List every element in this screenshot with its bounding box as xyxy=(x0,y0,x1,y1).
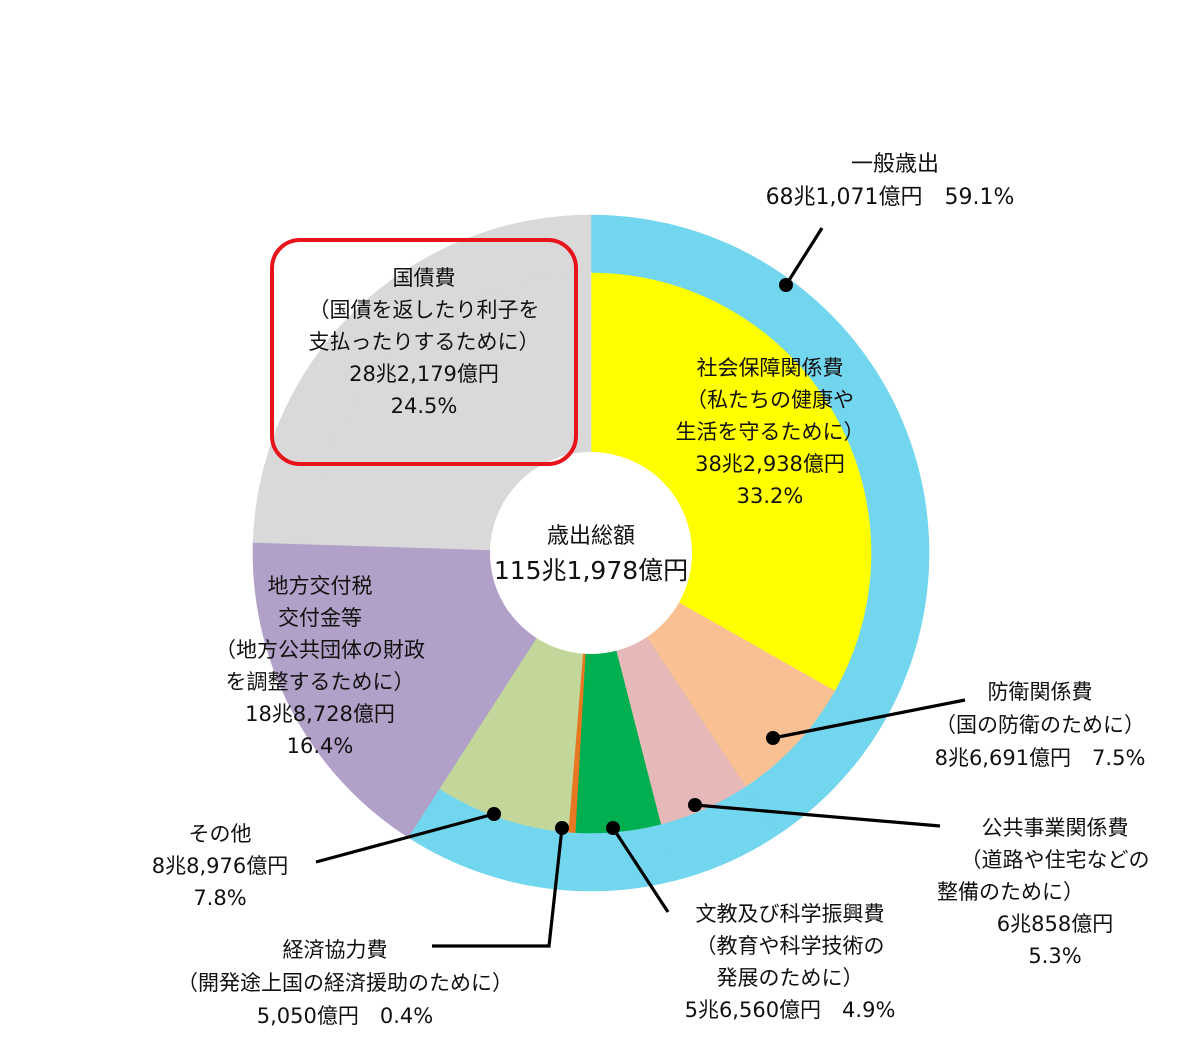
leader-dot-defense xyxy=(766,731,780,745)
label-local-allocation-tax: 地方交付税 交付金等 （地方公共団体の財政 を調整するために） 18兆8,728… xyxy=(180,570,460,762)
debt-desc-2: 支払ったりするために） xyxy=(308,330,540,354)
other-amount: 8兆8,976億円 xyxy=(151,854,289,878)
public-percent: 5.3% xyxy=(1028,944,1082,968)
defense-title: 防衛関係費 xyxy=(987,680,1093,704)
defense-amount-percent: 8兆6,691億円 7.5% xyxy=(934,746,1146,770)
center-total-value: 115兆1,978億円 xyxy=(493,556,689,585)
donut-hole xyxy=(490,452,692,654)
leader-dot-other xyxy=(487,807,501,821)
debt-amount: 28兆2,179億円 xyxy=(349,362,499,386)
social-desc-2: 生活を守るために） xyxy=(675,420,865,444)
general-amount-percent: 68兆1,071億円 59.1% xyxy=(765,185,1015,210)
label-education-science: 文教及び科学振興費 （教育や科学技術の 発展のために） 5兆6,560億円 4.… xyxy=(640,898,940,1026)
debt-highlight-box xyxy=(270,238,578,466)
debt-desc-1: （国債を返したり利子を xyxy=(308,298,540,322)
label-national-debt: 国債費 （国債を返したり利子を 支払ったりするために） 28兆2,179億円 2… xyxy=(270,262,578,422)
defense-desc: （国の防衛のために） xyxy=(935,713,1145,737)
leader-line-defense xyxy=(772,698,966,740)
education-desc-2: 発展のために） xyxy=(716,966,864,990)
social-title: 社会保障関係費 xyxy=(696,356,844,380)
social-desc-1: （私たちの健康や xyxy=(686,388,854,412)
local-title-2: 交付金等 xyxy=(278,606,362,630)
debt-title: 国債費 xyxy=(392,266,456,290)
other-title: その他 xyxy=(188,822,252,846)
local-title-1: 地方交付税 xyxy=(267,574,373,598)
label-general-expenditure: 一般歳出 68兆1,071億円 59.1% xyxy=(700,148,1080,214)
public-title: 公共事業関係費 xyxy=(981,816,1129,840)
econ-desc: （開発途上国の経済援助のために） xyxy=(177,971,513,995)
public-desc-1: （道路や住宅などの xyxy=(960,848,1150,872)
debt-percent: 24.5% xyxy=(390,394,458,418)
leader-line-other xyxy=(315,812,495,864)
label-defense: 防衛関係費 （国の防衛のために） 8兆6,691億円 7.5% xyxy=(890,676,1190,775)
center-total-label: 歳出総額 115兆1,978億円 xyxy=(461,520,721,588)
education-title: 文教及び科学振興費 xyxy=(695,902,885,926)
local-amount: 18兆8,728億円 xyxy=(245,702,395,726)
social-percent: 33.2% xyxy=(736,484,804,508)
other-percent: 7.8% xyxy=(193,886,247,910)
public-desc-2: 整備のために） xyxy=(937,880,1084,904)
econ-title: 経済協力費 xyxy=(282,938,388,962)
leader-lines xyxy=(315,227,966,948)
label-other: その他 8兆8,976億円 7.8% xyxy=(110,818,330,914)
general-title: 一般歳出 xyxy=(850,152,939,177)
social-amount: 38兆2,938億円 xyxy=(695,452,845,476)
leader-line-econ xyxy=(432,827,564,948)
education-desc-1: （教育や科学技術の xyxy=(695,934,885,958)
label-economic-cooperation: 経済協力費 （開発途上国の経済援助のために） 5,050億円 0.4% xyxy=(130,934,560,1033)
education-amount-percent: 5兆6,560億円 4.9% xyxy=(684,998,896,1022)
leader-dot-general xyxy=(779,278,793,292)
leader-dot-education xyxy=(606,821,620,835)
local-desc-1: （地方公共団体の財政 xyxy=(215,638,425,662)
leader-line-general xyxy=(784,227,824,286)
econ-amount-percent: 5,050億円 0.4% xyxy=(256,1004,434,1028)
center-title: 歳出総額 xyxy=(546,524,635,549)
leader-line-education xyxy=(611,827,670,913)
leader-dot-econ xyxy=(555,821,569,835)
label-social-security: 社会保障関係費 （私たちの健康や 生活を守るために） 38兆2,938億円 33… xyxy=(640,352,900,512)
local-percent: 16.4% xyxy=(286,734,354,758)
label-public-works: 公共事業関係費 （道路や住宅などの 整備のために） 6兆858億円 5.3% xyxy=(925,812,1185,972)
leader-dot-public xyxy=(688,798,702,812)
local-desc-2: を調整するために） xyxy=(225,670,415,694)
leader-line-public xyxy=(694,803,941,828)
public-amount: 6兆858億円 xyxy=(996,912,1114,936)
